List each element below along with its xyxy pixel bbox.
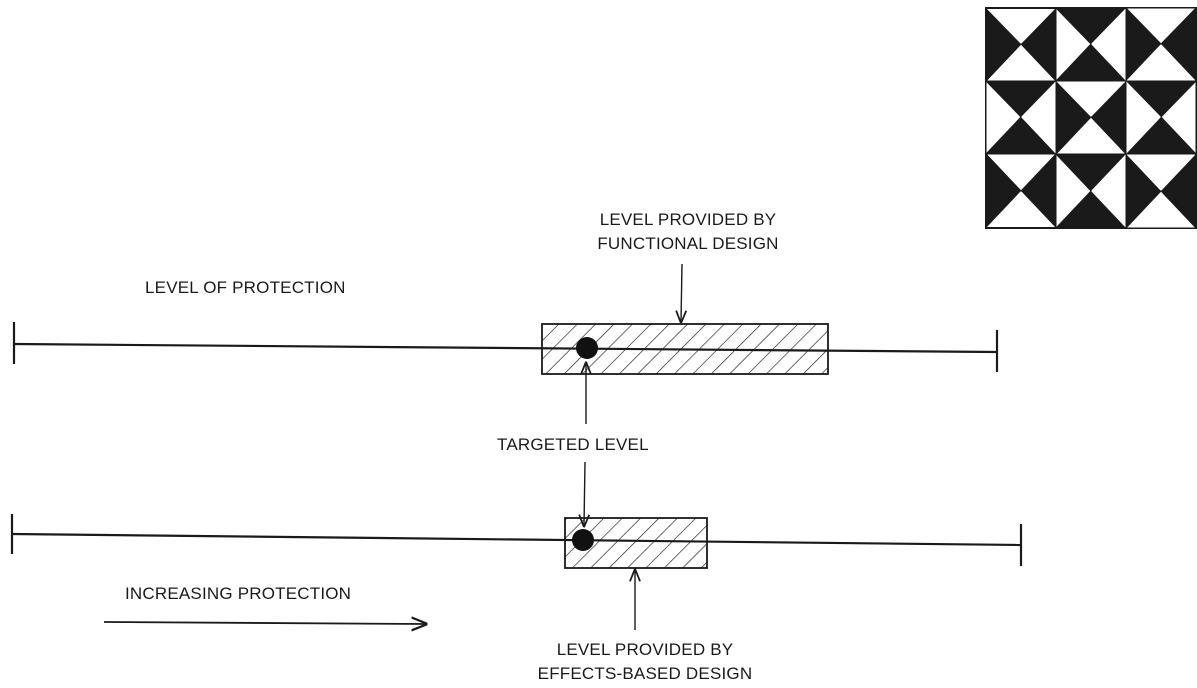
top-targeted-level-dot <box>576 337 598 359</box>
effects-based-design-label-line1: LEVEL PROVIDED BY <box>520 638 770 662</box>
level-of-protection-label: LEVEL OF PROTECTION <box>145 276 346 300</box>
functional-design-label-line1: LEVEL PROVIDED BY <box>578 208 798 232</box>
targeted-level-label: TARGETED LEVEL <box>497 433 649 457</box>
bottom-scale-line <box>12 534 1021 545</box>
functional-design-scale <box>14 322 997 374</box>
increasing-protection-arrow <box>104 622 426 624</box>
geometric-pattern-logo <box>986 8 1196 228</box>
targeted-level-down-arrow <box>584 462 585 526</box>
effects-based-design-label-line2: EFFECTS-BASED DESIGN <box>520 662 770 686</box>
top-scale-line <box>14 344 997 352</box>
functional-design-label: LEVEL PROVIDED BY FUNCTIONAL DESIGN <box>578 208 798 256</box>
increasing-protection-label: INCREASING PROTECTION <box>125 582 351 606</box>
functional-design-label-line2: FUNCTIONAL DESIGN <box>578 232 798 256</box>
bottom-targeted-level-dot <box>572 529 594 551</box>
functional-design-arrow <box>681 264 682 322</box>
effects-based-design-scale <box>12 514 1021 568</box>
effects-based-design-label: LEVEL PROVIDED BY EFFECTS-BASED DESIGN <box>520 638 770 686</box>
